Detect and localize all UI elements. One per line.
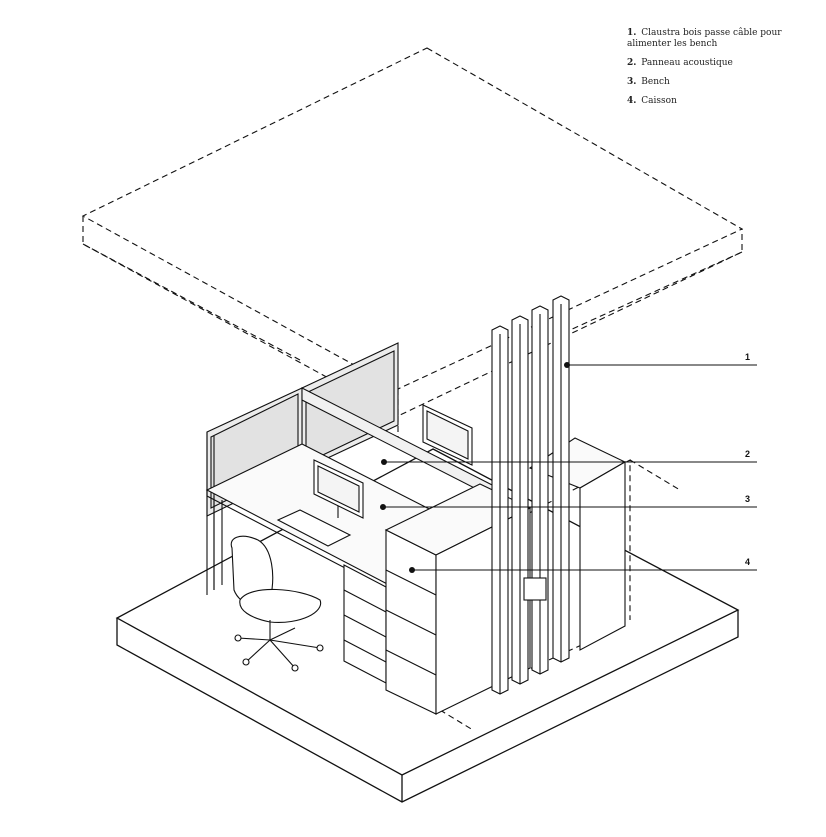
legend-number: 1. [627,28,637,38]
office-chair [230,535,324,672]
legend: 1. Claustra bois passe câble pour alimen… [627,28,817,115]
legend-number: 3. [627,77,637,87]
legend-item: 1. Claustra bois passe câble pour alimen… [627,28,817,50]
legend-number: 2. [627,58,637,68]
legend-number: 4. [627,96,637,106]
monitor-back [422,404,473,466]
legend-item: 2. Panneau acoustique [627,58,817,69]
callout-label-1: 1 [745,352,750,362]
legend-text: Caisson [641,96,677,106]
legend-item: 3. Bench [627,77,817,88]
callout-label-4: 4 [745,557,750,567]
legend-text: Bench [641,77,670,87]
keyboard [276,509,352,547]
legend-item: 4. Caisson [627,96,817,107]
leader-dots [380,362,570,573]
leader-lines [383,364,757,571]
callout-label-2: 2 [745,449,750,459]
monitor-front [313,459,364,519]
legend-text: Panneau acoustique [641,58,733,68]
legend-text: Claustra bois passe câble pour alimenter… [627,28,782,49]
callout-label-3: 3 [745,494,750,504]
